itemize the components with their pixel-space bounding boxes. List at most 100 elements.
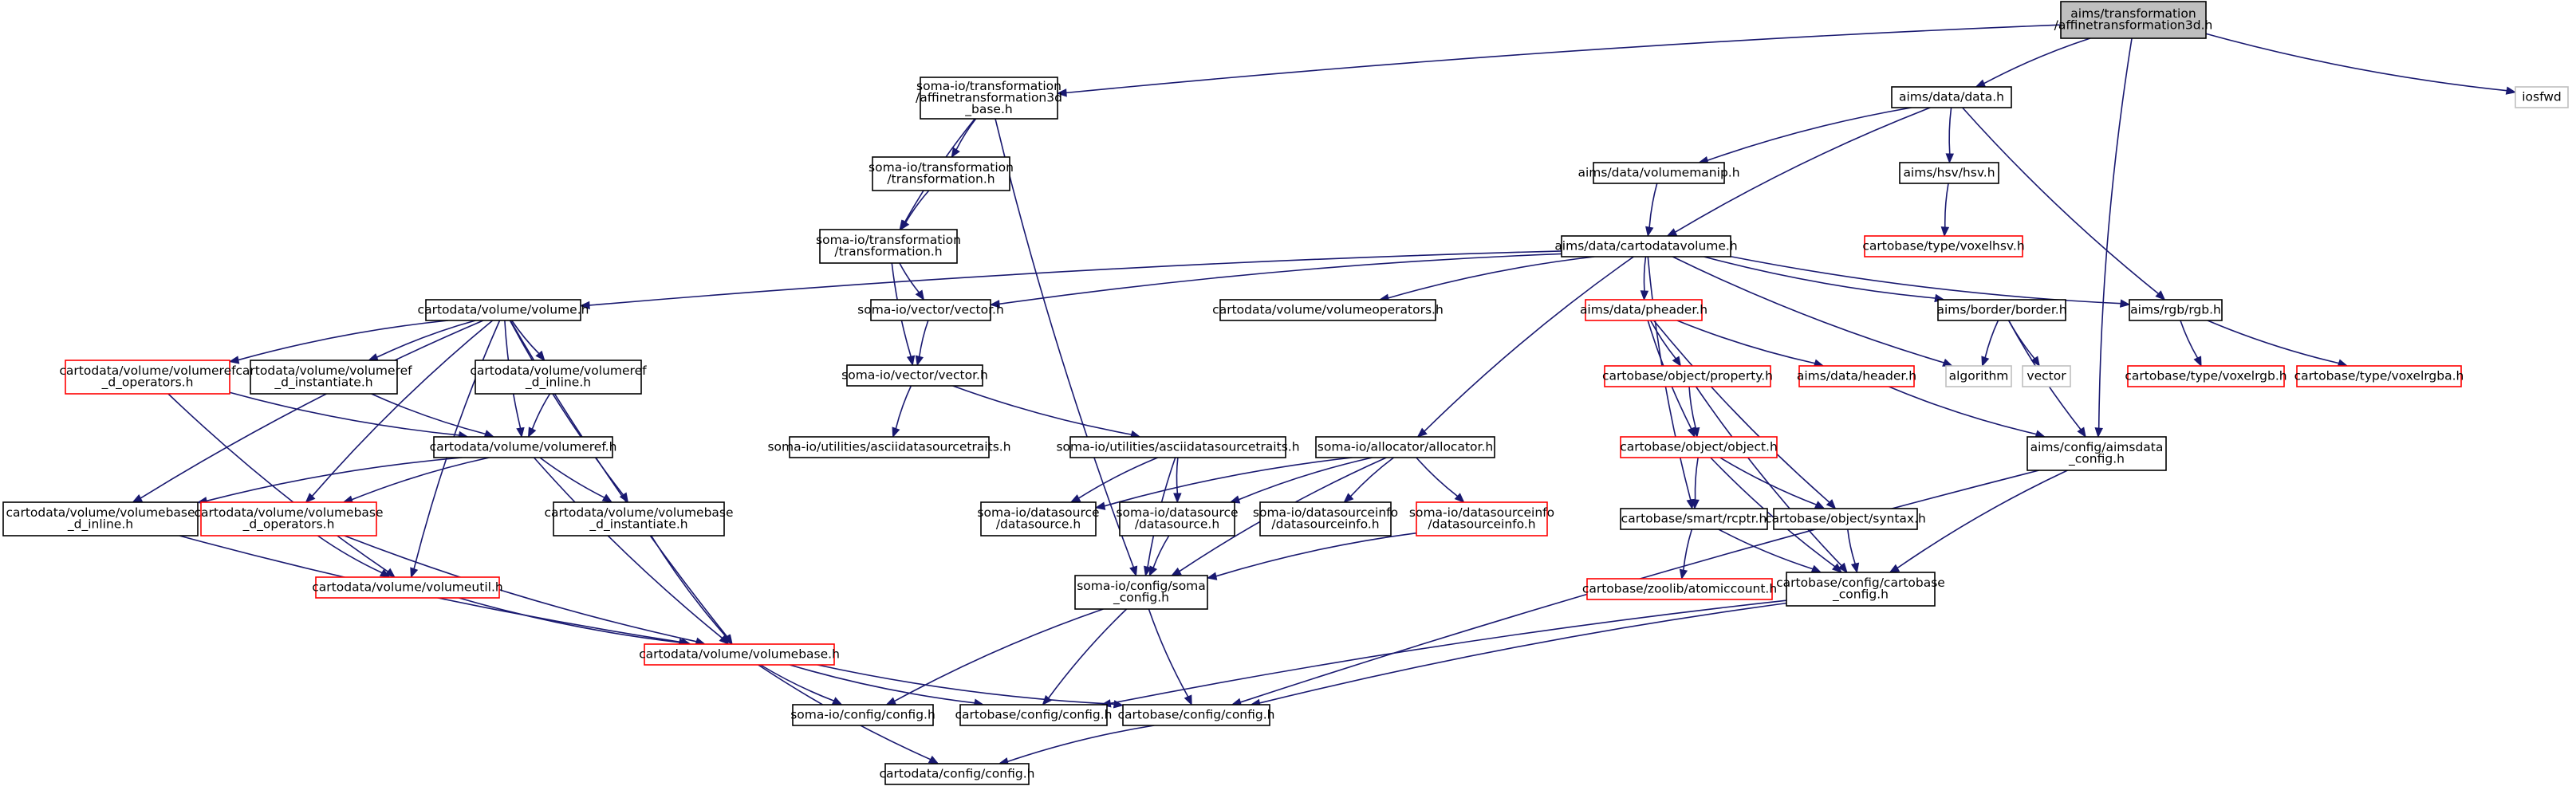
node-box — [1937, 299, 2066, 321]
node-vector_a[interactable]: soma-io/vector/vector.h — [857, 299, 1004, 321]
node-cd_config[interactable]: cartodata/config/config.h — [880, 763, 1035, 785]
edge-vector_a-to-vector_b — [915, 320, 929, 367]
node-vb_ops[interactable]: cartodata/volume/volumebase_d_operators.… — [194, 501, 384, 536]
edge-cartovol-to-allocator — [1416, 256, 1634, 438]
node-label: cartodata/volume/volumebase — [6, 505, 195, 520]
edge-syntax-to-cb_cartobase_config — [1847, 529, 1860, 574]
node-hsv[interactable]: aims/hsv/hsv.h — [1899, 162, 1999, 184]
node-cb_cartobase_config[interactable]: cartobase/config/cartobase_config.h — [1776, 572, 1945, 607]
node-volops[interactable]: cartodata/volume/volumeoperators.h — [1212, 299, 1444, 321]
node-box — [1585, 299, 1703, 321]
node-box — [792, 704, 934, 726]
node-header[interactable]: aims/data/header.h — [1797, 365, 1916, 387]
edge-volumeref-to-vb_ops — [342, 457, 490, 504]
node-label: soma-io/config/config.h — [790, 707, 935, 721]
node-cb_config_b[interactable]: cartobase/config/config.h — [1118, 704, 1275, 726]
node-aff_base[interactable]: soma-io/transformation/affinetransformat… — [916, 77, 1062, 120]
node-vr_ops[interactable]: cartodata/volume/volumeref_d_operators.h — [59, 360, 236, 395]
node-vb_inline[interactable]: cartodata/volume/volumebase_d_inline.h — [2, 501, 199, 536]
edge-pheader-to-property — [1649, 320, 1682, 367]
node-aimsdata_config[interactable]: aims/config/aimsdata_config.h — [2027, 436, 2167, 471]
node-object[interactable]: cartobase/object/object.h — [1620, 436, 1778, 458]
node-ds_b[interactable]: soma-io/datasource/datasource.h — [1116, 501, 1239, 536]
node-voxelrgba[interactable]: cartobase/type/voxelrgba.h — [2294, 365, 2464, 387]
node-ascii_b[interactable]: soma-io/utilities/asciidatasourcetraits.… — [1056, 436, 1300, 458]
node-syntax[interactable]: cartobase/object/syntax.h — [1765, 508, 1926, 530]
edge-ascii_b-to-ds_a — [1069, 457, 1159, 503]
node-volumebase[interactable]: cartodata/volume/volumebase.h — [639, 643, 840, 666]
edge-pheader-to-syntax — [1652, 320, 1837, 509]
node-pheader[interactable]: aims/data/pheader.h — [1580, 299, 1707, 321]
node-box — [1798, 365, 1915, 387]
node-label: /transformation.h — [887, 172, 995, 187]
node-property[interactable]: cartobase/object/property.h — [1602, 365, 1773, 387]
node-label: soma-io/transformation — [869, 160, 1014, 175]
node-box — [65, 360, 230, 395]
node-volume[interactable]: cartodata/volume/volume.h — [418, 299, 589, 321]
edge-vector_b-to-ascii_a — [892, 385, 912, 438]
node-label: cartodata/volume/volumebase — [194, 505, 383, 520]
node-vr_inline[interactable]: cartodata/volume/volumeref_d_inline.h — [470, 360, 647, 395]
edge-aff_base-to-trans_a — [951, 118, 977, 159]
node-box — [644, 643, 835, 666]
node-label: _d_inline.h — [525, 375, 591, 391]
edge-trans_b-to-vector_a — [899, 262, 925, 301]
edge-volume-to-vb_inst — [509, 320, 629, 504]
node-vr_inst[interactable]: cartodata/volume/volumeref_d_instantiate… — [235, 360, 412, 395]
node-trans_b[interactable]: soma-io/transformation/transformation.h — [816, 229, 961, 264]
node-rcptr[interactable]: cartobase/smart/rcptr.h — [1620, 508, 1768, 530]
node-box — [1069, 436, 1286, 458]
node-vb_inst[interactable]: cartodata/volume/volumebase_d_instantiat… — [544, 501, 734, 536]
node-label: cartodata/volume/volumeref — [470, 364, 647, 378]
node-box — [1786, 572, 1936, 607]
node-trans_a[interactable]: soma-io/transformation/transformation.h — [869, 156, 1014, 191]
node-dsinfo_b[interactable]: soma-io/datasourceinfo/datasourceinfo.h — [1409, 501, 1554, 536]
node-voxelhsv[interactable]: cartobase/type/voxelhsv.h — [1862, 235, 2025, 257]
node-ascii_a[interactable]: soma-io/utilities/asciidatasourcetraits.… — [767, 436, 1011, 458]
node-box — [1864, 235, 2023, 257]
node-somaio_config[interactable]: soma-io/config/config.h — [790, 704, 935, 726]
node-label: _d_operators.h — [101, 375, 194, 391]
node-volumeref[interactable]: cartodata/volume/volumeref.h — [430, 436, 617, 458]
node-label: _base.h — [964, 102, 1012, 117]
node-cartovol[interactable]: aims/data/cartodatavolume.h — [1554, 235, 1738, 257]
node-label: aims/hsv/hsv.h — [1903, 165, 1995, 179]
node-ds_a[interactable]: soma-io/datasource/datasource.h — [977, 501, 1100, 536]
node-label: cartobase/zoolib/atomiccount.h — [1582, 581, 1777, 595]
node-label: soma-io/datasource — [977, 505, 1099, 520]
edge-header-to-aimsdata_config — [1889, 386, 2046, 438]
edge-volumeref-to-vb_inst — [539, 457, 613, 503]
node-volumeutil[interactable]: cartodata/volume/volumeutil.h — [312, 576, 503, 599]
node-volmanip[interactable]: aims/data/volumemanip.h — [1578, 162, 1740, 184]
node-box — [1219, 299, 1436, 321]
node-border[interactable]: aims/border/border.h — [1936, 299, 2067, 321]
node-label: soma-io/utilities/asciidatasourcetraits.… — [767, 439, 1010, 454]
node-data[interactable]: aims/data/data.h — [1891, 86, 2012, 108]
edge-rgb-to-voxelrgba — [2207, 320, 2349, 367]
node-label: cartobase/config/config.h — [1118, 707, 1275, 721]
node-root[interactable]: aims/transformation/affinetransformation… — [2054, 1, 2213, 39]
edge-cartovol-to-volume — [579, 250, 1562, 310]
node-dsinfo_a[interactable]: soma-io/datasourceinfo/datasourceinfo.h — [1253, 501, 1398, 536]
node-allocator[interactable]: soma-io/allocator/allocator.h — [1315, 436, 1495, 458]
node-label: aims/data/header.h — [1797, 368, 1916, 383]
node-label: aims/border/border.h — [1936, 302, 2066, 316]
node-atomic[interactable]: cartobase/zoolib/atomiccount.h — [1582, 578, 1777, 600]
node-soma_config[interactable]: soma-io/config/soma_config.h — [1074, 575, 1208, 610]
edges-layer — [132, 24, 2517, 766]
edge-data-to-rgb — [1962, 107, 2166, 301]
edge-cartovol-to-vector_a — [989, 253, 1562, 309]
node-label: aims/data/cartodatavolume.h — [1554, 238, 1737, 253]
edge-vb_ops-to-volumeutil — [317, 535, 391, 578]
node-box — [250, 360, 398, 395]
node-label: cartobase/object/syntax.h — [1765, 511, 1926, 525]
node-label: /datasourceinfo.h — [1271, 517, 1379, 532]
node-cb_config_a[interactable]: cartobase/config/config.h — [955, 704, 1113, 726]
node-label: _config.h — [1113, 591, 1169, 606]
node-label: aims/data/pheader.h — [1580, 302, 1707, 316]
node-box — [789, 436, 990, 458]
node-vector_b[interactable]: soma-io/vector/vector.h — [841, 364, 988, 387]
node-voxelrgb[interactable]: cartobase/type/voxelrgb.h — [2125, 365, 2287, 387]
node-box — [475, 360, 642, 395]
node-rgb[interactable]: aims/rgb/rgb.h — [2129, 299, 2223, 321]
